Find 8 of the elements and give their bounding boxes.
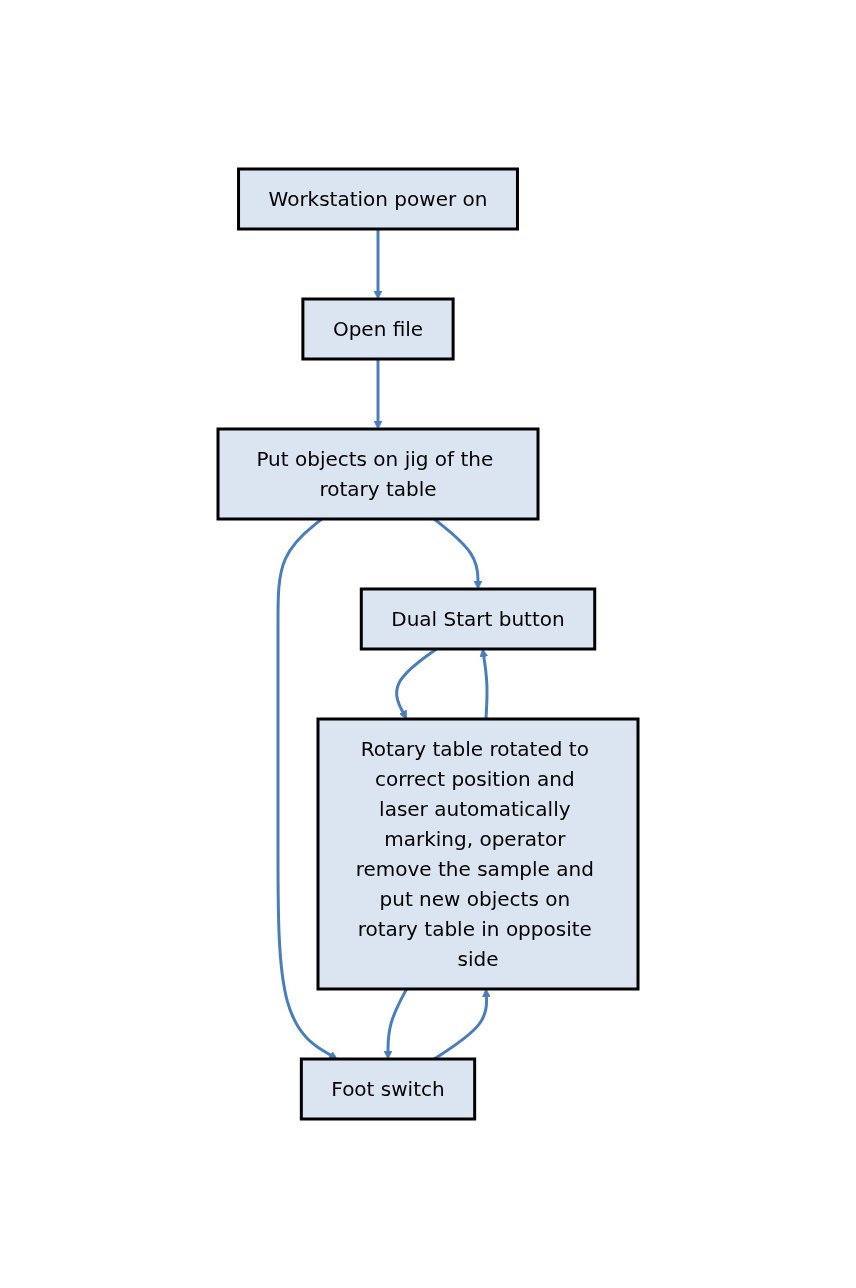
arrow	[373, 229, 383, 300]
node-box: Put objects on jig of the rotary table	[216, 427, 540, 521]
node-box: Foot switch	[299, 1057, 477, 1121]
node-box: Workstation power on	[237, 167, 519, 231]
node-box: Open file	[301, 297, 455, 361]
node-box: Dual Start button	[359, 587, 597, 651]
arrow	[373, 359, 383, 430]
node-box: Rotary table rotated to correct position and laser automatically marking, operator remove the sample and put new objects on rotary table in opposite side	[316, 717, 640, 991]
